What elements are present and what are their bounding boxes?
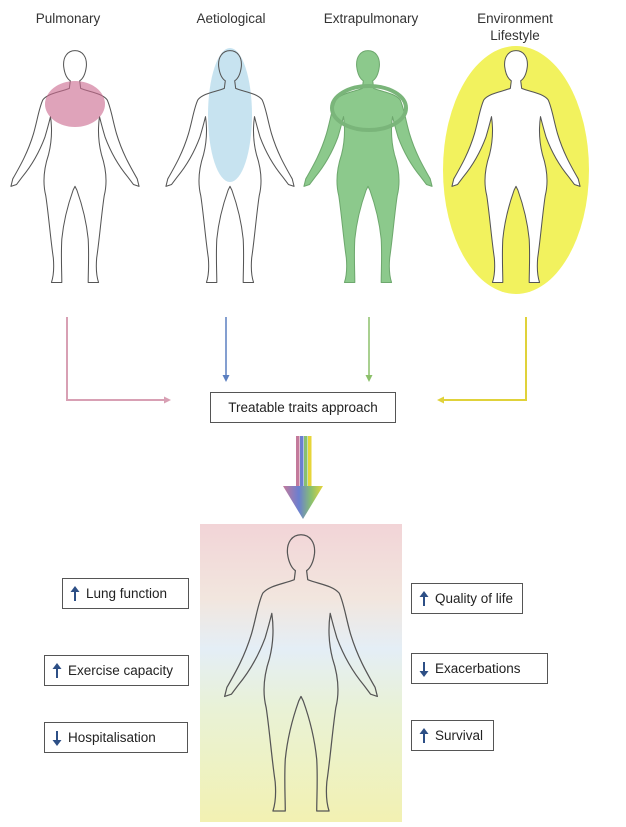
pulmonary-lung-highlight	[45, 81, 105, 127]
survival-box: Survival	[411, 720, 494, 751]
arrow-up-icon	[52, 662, 62, 678]
environment-figure	[443, 46, 589, 294]
extrapulmonary-label: Extrapulmonary	[323, 11, 419, 26]
arrow-down-icon	[419, 661, 429, 677]
environment-connector	[437, 317, 527, 404]
environment-label-line2: Lifestyle	[490, 28, 540, 43]
exercise-capacity-box: Exercise capacity	[44, 655, 189, 686]
quality-of-life-box: Quality of life	[411, 583, 523, 614]
arrow-up-icon	[419, 727, 429, 743]
pulmonary-figure	[10, 50, 140, 284]
aetiological-connector	[222, 317, 230, 382]
exacerbations-box: Exacerbations	[411, 653, 548, 684]
hospitalisation-label: Hospitalisation	[68, 730, 156, 745]
hospitalisation-box: Hospitalisation	[44, 722, 188, 753]
combined-arrow	[283, 436, 323, 519]
pulmonary-label: Pulmonary	[35, 11, 101, 26]
lung-function-box: Lung function	[62, 578, 189, 609]
arrow-up-icon	[70, 585, 80, 601]
treatable-traits-box: Treatable traits approach	[210, 392, 396, 423]
outcome-panel	[200, 524, 402, 822]
extrapulmonary-figure	[303, 50, 433, 284]
arrow-up-icon	[419, 590, 429, 606]
extrapulmonary-ring	[330, 84, 408, 132]
pulmonary-connector	[66, 317, 171, 404]
environment-label: Environment Lifestyle	[455, 10, 575, 44]
arrow-down-icon	[52, 730, 62, 746]
survival-label: Survival	[435, 728, 484, 743]
extrapulmonary-connector	[365, 317, 373, 382]
exacerbations-label: Exacerbations	[435, 661, 521, 676]
lung-function-label: Lung function	[86, 586, 168, 601]
environment-label-line1: Environment	[477, 11, 553, 26]
aetiological-highlight	[208, 48, 252, 182]
quality-of-life-label: Quality of life	[435, 591, 514, 606]
aetiological-figure	[165, 48, 295, 284]
exercise-capacity-label: Exercise capacity	[68, 663, 174, 678]
aetiological-label: Aetiological	[196, 11, 266, 26]
